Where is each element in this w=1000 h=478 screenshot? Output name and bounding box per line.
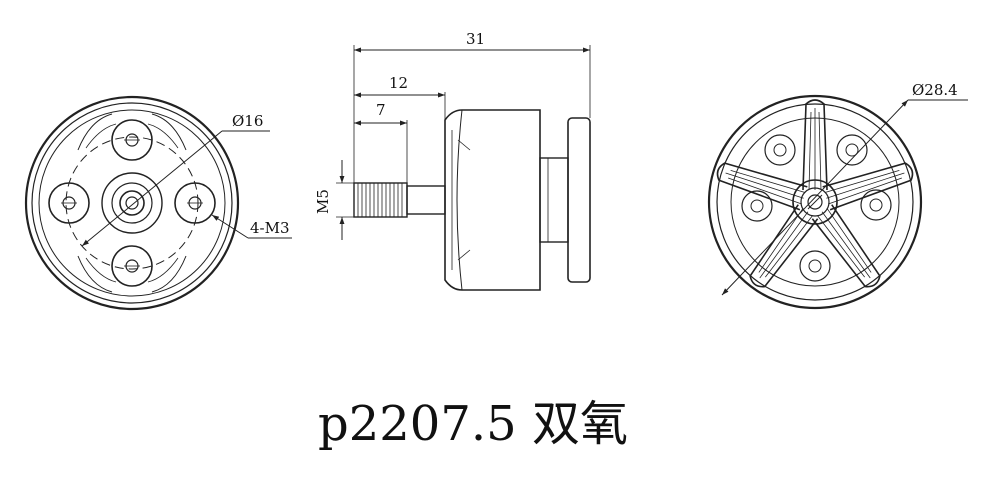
mount-boss-top: [111, 119, 153, 161]
mount-boss-bottom: [111, 245, 153, 287]
mount-boss-left: [48, 182, 90, 224]
bell-to-shaft-label: 12: [389, 74, 408, 92]
mount-boss-right: [174, 182, 216, 224]
shaft-thread-label: 7: [376, 101, 386, 119]
overall-length-label: 31: [466, 30, 485, 48]
bell-spokes: [716, 99, 914, 288]
top-view: Ø28.4: [707, 81, 968, 310]
mount-holes-label: 4-M3: [250, 219, 290, 237]
side-view: 31 12 7 M5: [314, 30, 591, 291]
motor-diameter-label: Ø28.4: [912, 81, 958, 99]
shaft-diameter-label: M5: [314, 189, 332, 214]
bottom-view: Ø16 4-M3: [24, 95, 292, 311]
model-caption: p2207.5 双氧: [318, 396, 628, 452]
bolt-circle-label: Ø16: [232, 112, 263, 130]
